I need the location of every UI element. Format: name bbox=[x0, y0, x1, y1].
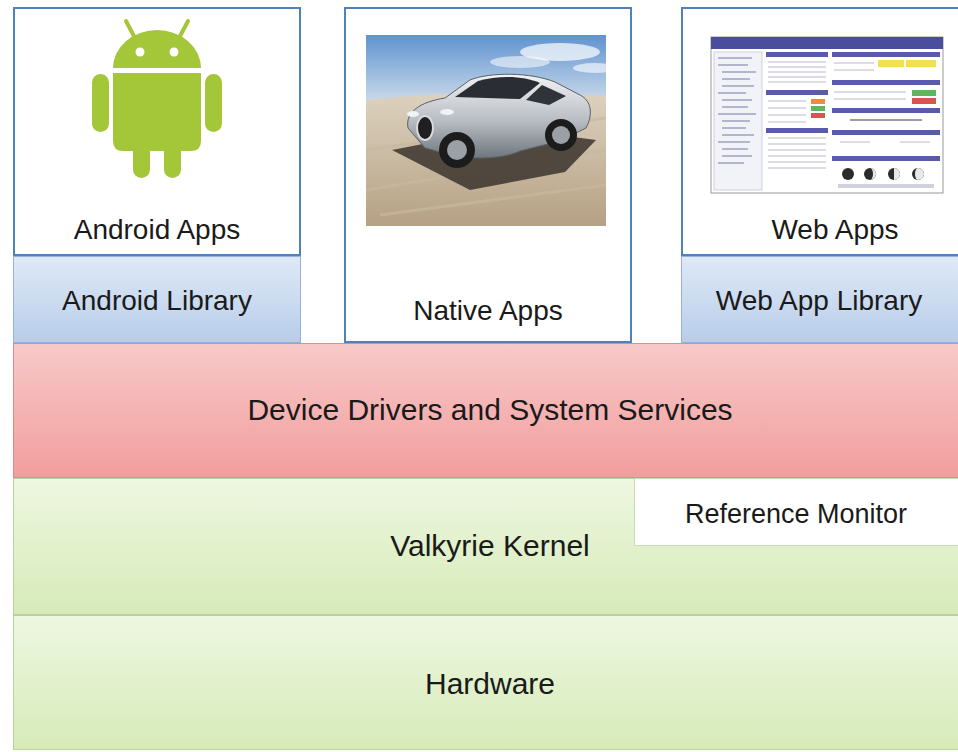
sports-car-photo bbox=[545, 119, 577, 151]
web-app-screenshot bbox=[766, 128, 828, 133]
web-app-screenshot bbox=[832, 108, 940, 113]
web-app-screenshot bbox=[768, 62, 826, 82]
sports-car-photo bbox=[366, 35, 606, 226]
web-app-screenshot bbox=[768, 101, 806, 122]
sports-car-photo bbox=[408, 74, 591, 158]
services-layer: Device Drivers and System Services bbox=[13, 343, 958, 478]
sports-car-photo bbox=[573, 63, 606, 73]
web-app-screenshot bbox=[766, 52, 828, 57]
android-robot-icon bbox=[205, 74, 222, 132]
sports-car-photo bbox=[417, 116, 433, 140]
web-app-screenshot bbox=[840, 141, 930, 142]
web-app-screenshot bbox=[888, 168, 900, 180]
web-app-screenshot bbox=[894, 168, 900, 180]
web-app-screenshot bbox=[906, 60, 936, 67]
web-app-screenshot bbox=[714, 52, 762, 190]
library-band: Android Library bbox=[13, 256, 301, 343]
layer-label: Web App Library bbox=[716, 285, 923, 317]
web-app-screenshot bbox=[834, 92, 906, 99]
sports-car-photo bbox=[552, 126, 570, 144]
web-app-screenshot bbox=[832, 52, 940, 57]
web-app-screenshot bbox=[766, 90, 828, 95]
web-app-screenshot bbox=[711, 37, 943, 49]
web-app-screenshot bbox=[711, 37, 943, 193]
web-app-screenshot bbox=[864, 168, 876, 180]
web-app-screenshot bbox=[870, 168, 876, 180]
web-app-screenshot bbox=[832, 156, 940, 161]
web-app-screenshot bbox=[834, 63, 874, 70]
web-app-screenshot bbox=[811, 99, 825, 104]
layer-label: Hardware bbox=[425, 667, 555, 702]
sports-car-photo bbox=[447, 140, 467, 160]
sports-car-photo bbox=[440, 109, 454, 115]
library-band: Web App Library bbox=[681, 256, 958, 343]
app-box: Android Apps bbox=[13, 7, 301, 256]
web-app-screenshot bbox=[915, 168, 924, 180]
web-app-screenshot bbox=[718, 58, 756, 163]
layer-label: Valkyrie Kernel bbox=[390, 529, 590, 564]
hardware-layer: Hardware bbox=[13, 615, 958, 750]
sports-car-photo bbox=[526, 85, 566, 105]
kernel-layer: Reference MonitorValkyrie Kernel bbox=[13, 478, 958, 615]
layer-label: Reference Monitor bbox=[685, 499, 907, 530]
web-app-screenshot bbox=[811, 113, 825, 118]
layer-label: Android Apps bbox=[74, 214, 241, 246]
sports-car-photo bbox=[407, 111, 419, 117]
sports-car-photo bbox=[455, 77, 540, 99]
monitor-box: Reference Monitor bbox=[634, 478, 958, 546]
layer-label: Native Apps bbox=[413, 295, 562, 327]
web-app-screenshot bbox=[912, 168, 924, 180]
android-robot-icon bbox=[92, 74, 109, 132]
web-app-screenshot bbox=[878, 60, 904, 67]
app-box: Web Apps bbox=[681, 7, 958, 256]
web-app-screenshot bbox=[711, 37, 943, 193]
web-app-screenshot bbox=[842, 168, 854, 180]
sports-car-photo bbox=[439, 132, 475, 168]
web-app-screenshot bbox=[912, 98, 936, 104]
android-robot-icon bbox=[92, 21, 222, 178]
android-robot-icon bbox=[136, 48, 145, 57]
layer-label: Device Drivers and System Services bbox=[247, 393, 732, 428]
web-app-screenshot bbox=[838, 184, 934, 188]
app-box: Native Apps bbox=[344, 7, 632, 343]
android-robot-icon bbox=[133, 135, 150, 178]
layer-label: Android Library bbox=[62, 285, 252, 317]
android-robot-icon bbox=[164, 135, 181, 178]
sports-car-photo bbox=[490, 56, 550, 68]
android-robot-icon bbox=[113, 30, 201, 68]
web-app-screenshot bbox=[811, 106, 825, 111]
web-app-screenshot bbox=[850, 119, 922, 121]
web-app-screenshot bbox=[912, 90, 936, 96]
web-app-screenshot bbox=[832, 80, 940, 85]
android-robot-icon bbox=[170, 48, 179, 57]
android-robot-icon bbox=[113, 73, 201, 151]
layer-label: Web Apps bbox=[771, 214, 898, 246]
web-app-screenshot bbox=[768, 138, 826, 168]
web-app-screenshot bbox=[832, 130, 940, 135]
